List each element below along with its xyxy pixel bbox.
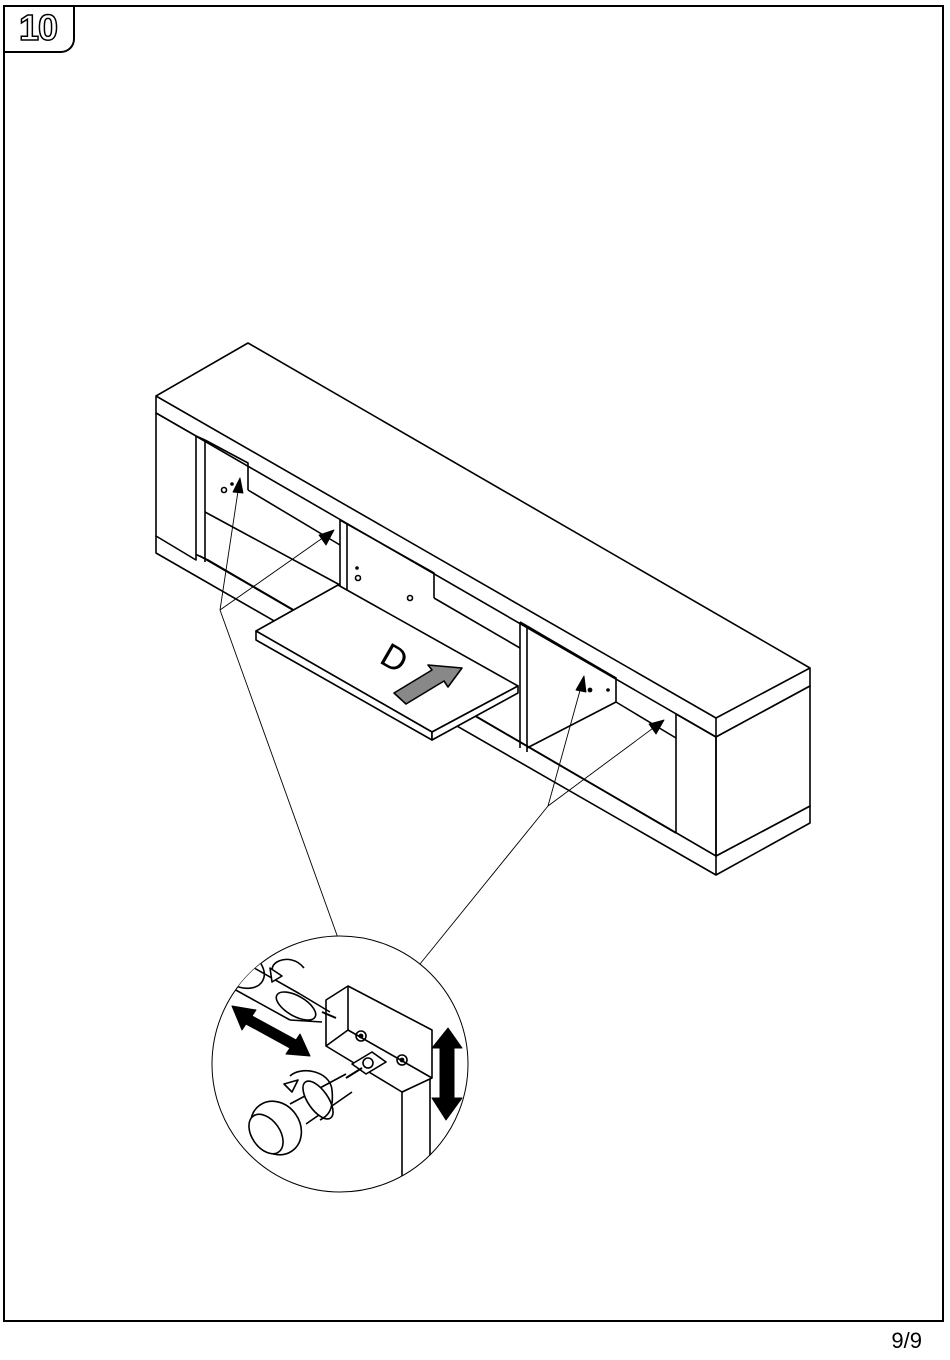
detail-circle: [208, 936, 468, 1200]
tv-cabinet: [156, 343, 810, 875]
page-number: 9/9: [891, 1328, 922, 1354]
